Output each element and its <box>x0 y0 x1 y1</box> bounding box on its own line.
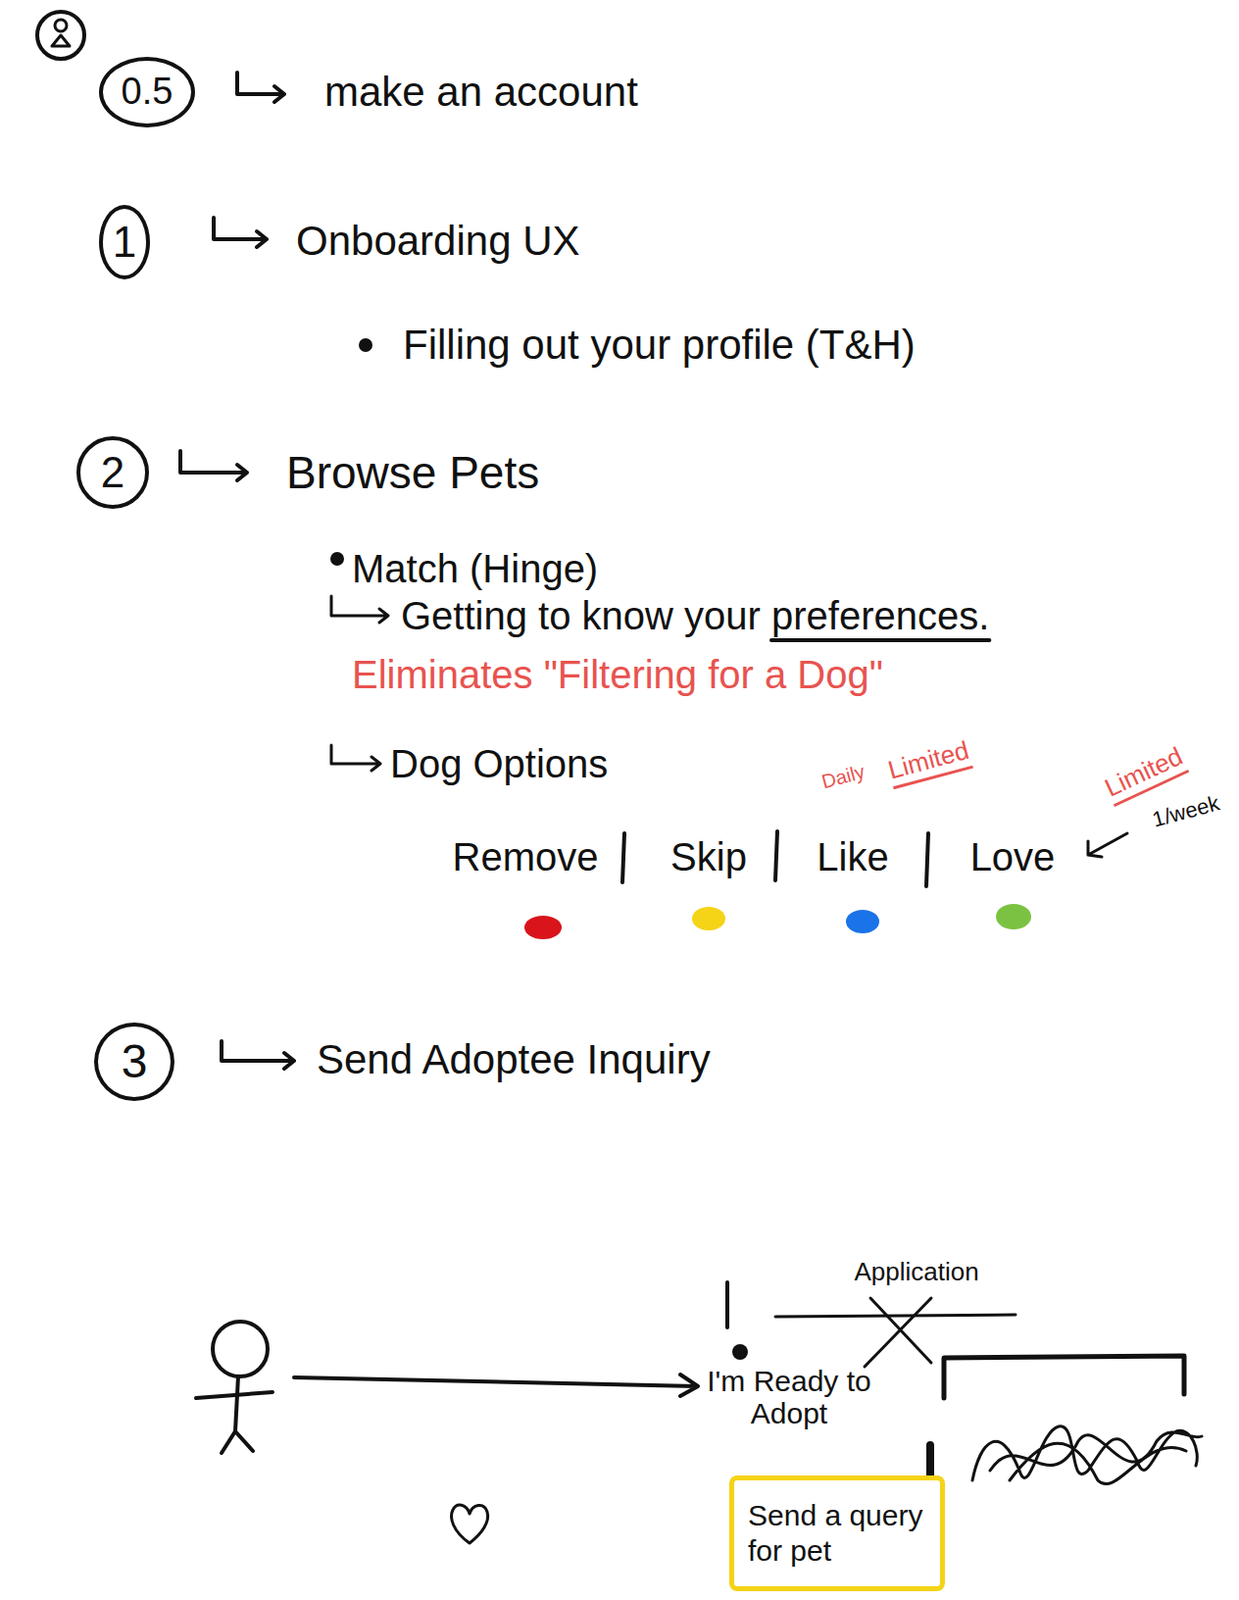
bracket <box>943 1355 1185 1398</box>
option-text: Remove <box>452 834 599 880</box>
milestone-dot <box>732 1343 748 1360</box>
sub-text: Dog Options <box>390 741 608 787</box>
step-number: 1 <box>112 216 137 269</box>
option-dots <box>524 903 1032 940</box>
step-circle: 2 <box>76 436 149 509</box>
step-number: 3 <box>121 1033 149 1091</box>
step-text: Send Adoptee Inquiry <box>316 1036 711 1084</box>
bullet-text: Match (Hinge) <box>351 545 598 592</box>
bullet-dot <box>332 553 343 564</box>
step-number: 2 <box>100 446 125 499</box>
underline <box>771 638 990 643</box>
heart-doodle <box>451 1504 489 1543</box>
cross-out <box>864 1297 932 1367</box>
step-text: make an account <box>324 68 639 116</box>
pointer-arrow <box>1088 833 1128 857</box>
option-text: Skip <box>670 834 747 880</box>
step-text: Browse Pets <box>286 446 540 499</box>
option-separators <box>622 831 929 887</box>
bullet-text: Filling out your profile (T&H) <box>402 321 916 369</box>
stick-figure <box>196 1321 273 1453</box>
limit-note: Limited <box>1100 742 1190 807</box>
limit-note: Daily <box>819 759 868 793</box>
timeline-line <box>775 1314 1016 1317</box>
query-text: Send a query for pet <box>747 1497 927 1569</box>
step-circle: 0.5 <box>99 56 196 128</box>
option-text: Love <box>970 834 1056 880</box>
option-text: Like <box>816 834 889 880</box>
step-circle: 1 <box>99 204 150 280</box>
tick-mark <box>725 1282 730 1328</box>
profile-icon <box>37 11 85 59</box>
bullet-dot <box>360 340 371 350</box>
milestone-label: I'm Ready to Adopt <box>691 1364 888 1430</box>
step-text: Onboarding UX <box>296 217 581 265</box>
timeline-label: Application <box>853 1257 979 1288</box>
limit-note: 1/week <box>1149 791 1223 833</box>
journey-arrow <box>294 1374 698 1396</box>
limit-note: Limited <box>885 736 974 790</box>
step-number: 0.5 <box>121 69 174 115</box>
step-circle: 3 <box>94 1022 175 1101</box>
query-box: Send a query for pet <box>729 1475 945 1591</box>
scribble <box>972 1426 1202 1485</box>
note-text: Eliminates "Filtering for a Dog" <box>351 651 884 697</box>
sub-text: Getting to know your preferences. <box>400 593 990 639</box>
